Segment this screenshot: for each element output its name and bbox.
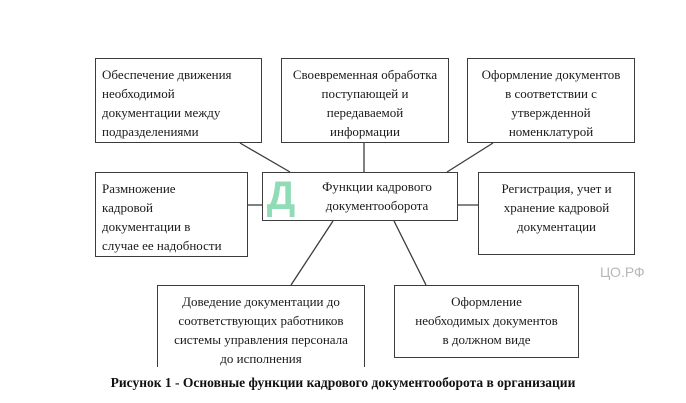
node-text-line: Доведение документации до <box>182 294 340 309</box>
node-text-line: Своевременная обработка <box>292 67 438 82</box>
node-text-line: кадровой <box>102 200 154 215</box>
node-text-line: поступающей и <box>321 86 409 101</box>
node-text-line: документации между <box>102 105 221 120</box>
node-bottom-right: Оформление необходимых документов в долж… <box>394 285 579 358</box>
edge-center-top-left <box>239 142 291 173</box>
node-center: Функции кадрового документооборота <box>262 172 458 221</box>
edge-center-top-right <box>446 142 494 173</box>
node-text-line: Регистрация, учет и <box>501 181 612 196</box>
node-middle-right: Регистрация, учет и хранение кадровой до… <box>478 172 635 255</box>
edge-center-bottom-left <box>290 220 334 286</box>
node-text-line: номенклатурой <box>508 124 594 139</box>
node-text-line: Оформление <box>451 294 522 309</box>
node-bottom-left: Доведение документации до соответствующи… <box>157 285 365 375</box>
node-text-line: необходимой <box>102 86 175 101</box>
node-text-line: необходимых документов <box>415 313 558 328</box>
node-middle-left: Размножение кадровой документации в случ… <box>95 172 248 257</box>
node-text-line: Размножение <box>102 181 176 196</box>
node-top-center: Своевременная обработка поступающей и пе… <box>281 58 449 143</box>
node-text-line: документации в <box>102 219 191 234</box>
node-text-line: соответствующих работников <box>178 313 344 328</box>
node-text-line: информации <box>330 124 400 139</box>
edge-center-bottom-right <box>393 220 427 286</box>
node-text-line: в соответствии с <box>505 86 597 101</box>
node-top-right: Оформление документов в соответствии с у… <box>467 58 635 143</box>
node-text-line: Обеспечение движения <box>102 67 232 82</box>
node-text-line: утвержденной <box>511 105 591 120</box>
node-text-line: хранение кадровой <box>503 200 610 215</box>
center-text-line: документооборота <box>325 198 429 213</box>
node-text-line: в должном виде <box>442 332 531 347</box>
node-text-line: системы управления персонала <box>174 332 348 347</box>
watermark-rest: ЦО.РФ <box>600 264 645 280</box>
node-text-line: до исполнения <box>220 351 302 366</box>
figure-caption: Рисунок 1 - Основные функции кадрового д… <box>110 375 576 390</box>
page-cutoff <box>150 367 380 377</box>
center-text-line: Функции кадрового <box>322 179 432 194</box>
node-text-line: передаваемой <box>326 105 404 120</box>
node-top-left: Обеспечение движения необходимой докумен… <box>95 58 262 143</box>
watermark-accent: Д <box>266 174 296 218</box>
node-text-line: случае ее надобности <box>102 238 222 253</box>
node-text-line: документации <box>516 219 596 234</box>
node-text-line: подразделениями <box>102 124 199 139</box>
node-text-line: Оформление документов <box>481 67 621 82</box>
